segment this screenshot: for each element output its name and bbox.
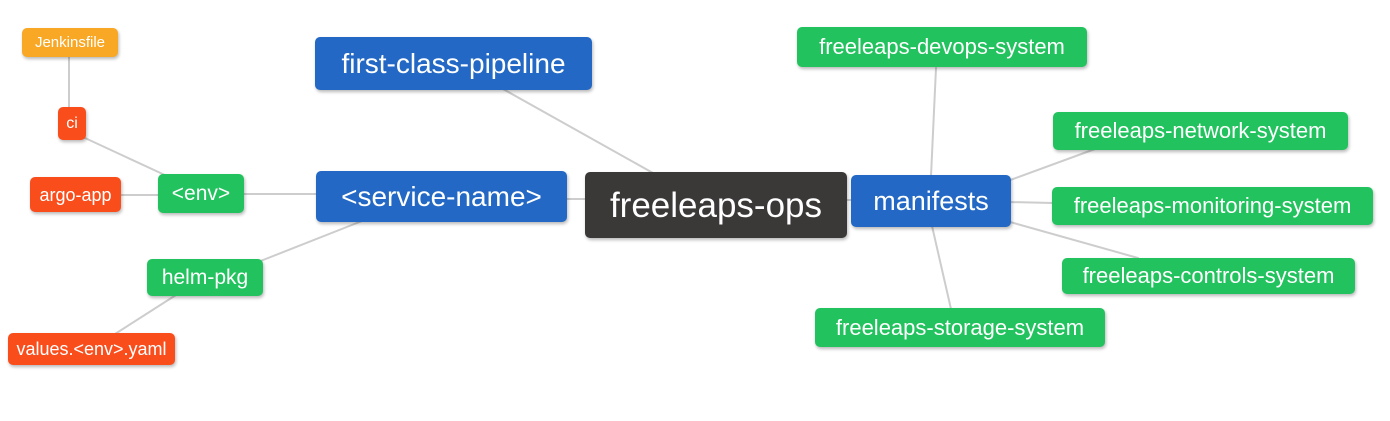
- node-manifests[interactable]: manifests: [851, 175, 1011, 227]
- node-freeleaps-controls-system-label: freeleaps-controls-system: [1082, 263, 1335, 288]
- node-freeleaps-storage-system-label: freeleaps-storage-system: [835, 314, 1085, 340]
- node-env-label: <env>: [171, 182, 231, 205]
- node-values-env-yaml[interactable]: values.<env>.yaml: [8, 333, 175, 365]
- node-service-name[interactable]: <service-name>: [316, 171, 567, 222]
- node-freeleaps-controls-system[interactable]: freeleaps-controls-system: [1062, 258, 1355, 294]
- edge-manifests-monitoring: [1007, 201, 1054, 204]
- node-freeleaps-monitoring-system-label: freeleaps-monitoring-system: [1073, 193, 1352, 218]
- node-jenkinsfile[interactable]: Jenkinsfile: [22, 28, 118, 57]
- node-freeleaps-monitoring-system[interactable]: freeleaps-monitoring-system: [1052, 187, 1373, 225]
- node-freeleaps-network-system-label: freeleaps-network-system: [1074, 118, 1327, 143]
- node-service-name-label: <service-name>: [341, 180, 542, 212]
- edge-values-helm: [114, 294, 177, 335]
- node-first-class-pipeline-label: first-class-pipeline: [341, 47, 566, 79]
- node-freeleaps-devops-system[interactable]: freeleaps-devops-system: [797, 27, 1087, 67]
- edge-manifests-network: [1004, 148, 1096, 183]
- node-freeleaps-network-system[interactable]: freeleaps-network-system: [1053, 112, 1348, 150]
- node-argo-app-label: argo-app: [39, 184, 112, 205]
- node-freeleaps-ops-label: freeleaps-ops: [609, 185, 823, 225]
- edge-helm-service-name: [257, 220, 363, 263]
- edge-manifests-storage: [931, 225, 952, 310]
- edge-ci-env: [84, 137, 168, 177]
- node-manifests-label: manifests: [873, 185, 989, 216]
- edge-pipeline-ops: [502, 88, 654, 174]
- edge-manifests-controls: [1002, 219, 1139, 259]
- edge-manifests-devops: [930, 67, 937, 177]
- node-freeleaps-ops-root[interactable]: freeleaps-ops: [585, 172, 847, 238]
- node-helm-pkg[interactable]: helm-pkg: [147, 259, 263, 296]
- node-env[interactable]: <env>: [158, 174, 244, 213]
- node-freeleaps-devops-system-label: freeleaps-devops-system: [819, 34, 1065, 59]
- node-helm-pkg-label: helm-pkg: [161, 266, 249, 289]
- node-values-env-yaml-label: values.<env>.yaml: [16, 339, 167, 359]
- node-freeleaps-storage-system[interactable]: freeleaps-storage-system: [815, 308, 1105, 347]
- node-first-class-pipeline[interactable]: first-class-pipeline: [315, 37, 592, 90]
- node-argo-app[interactable]: argo-app: [30, 177, 121, 212]
- node-ci[interactable]: ci: [58, 107, 86, 140]
- node-jenkinsfile-label: Jenkinsfile: [34, 34, 106, 51]
- node-ci-label: ci: [66, 114, 78, 132]
